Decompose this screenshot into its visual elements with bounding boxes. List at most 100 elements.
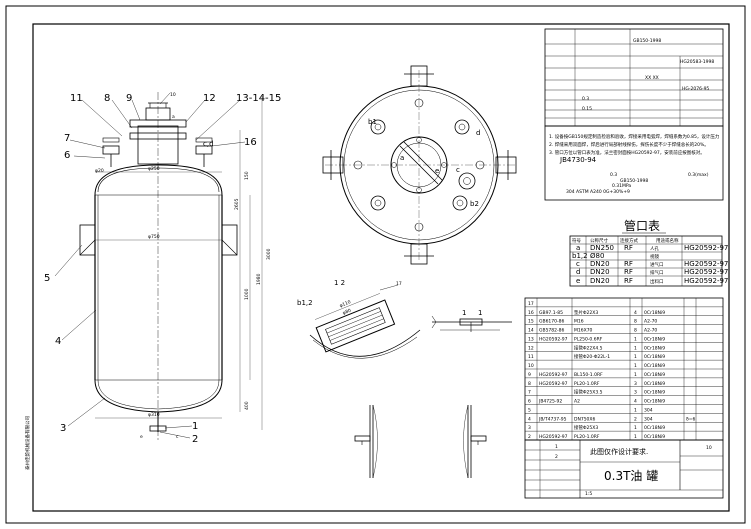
parts-cell-std: δ=6 xyxy=(686,416,696,422)
inner-frame xyxy=(32,23,730,512)
svg-text:排气口: 排气口 xyxy=(650,269,664,276)
part-number-5: 5 xyxy=(44,273,50,284)
part-number-9: 9 xyxy=(126,93,132,104)
part-number-4: 4 xyxy=(55,336,61,347)
dim-inner-phi: φ20 xyxy=(95,168,104,174)
svg-text:DN20: DN20 xyxy=(590,277,610,285)
plan-letter-e: e xyxy=(435,167,439,175)
svg-text:a: a xyxy=(576,244,580,252)
part-number-10: 10 xyxy=(170,92,176,98)
plan-lug-top xyxy=(410,65,428,87)
svg-text:DN250: DN250 xyxy=(590,244,614,252)
parts-cell-code: HG20592-97 xyxy=(539,372,568,378)
svg-text:DN20: DN20 xyxy=(590,268,610,276)
parts-cell-no: 4 xyxy=(528,416,531,422)
svg-text:人孔: 人孔 xyxy=(650,245,659,252)
dim-label-cd: c,d xyxy=(203,140,214,148)
parts-cell-name: PL20-1.0RF xyxy=(574,381,600,387)
bottom-head xyxy=(94,379,223,413)
svg-text:RF: RF xyxy=(624,260,633,268)
parts-cell-qty: 4 xyxy=(634,399,637,405)
dim-flange-phi: φ250 xyxy=(148,166,160,172)
tech-req-line3: 3. 管口方位以管口表为准，法兰密封面按HG20592-97，安装前应按图核对。 xyxy=(549,149,705,156)
dim-h5: 150 xyxy=(244,171,250,180)
parts-cell-mat: 0Cr18Ni9 xyxy=(644,354,665,360)
tech-req-line2: 2. 焊缝采用双面焊，焊后进行局部射线探伤，探伤长度不少于焊缝总长的20%。 xyxy=(549,141,709,148)
plan-letter-b1: b1 xyxy=(368,118,377,126)
parts-cell-name: PL20-1.0RF xyxy=(574,434,600,440)
parts-cell-name: DN750X6 xyxy=(574,416,596,422)
parts-cell-mat: 0Cr18Ni9 xyxy=(644,434,665,440)
support-lug-right xyxy=(221,224,238,256)
parts-cell-mat: 0Cr18Ni9 xyxy=(644,336,665,342)
plan-letter-b2: b2 xyxy=(470,200,479,208)
parts-cell-mat: 0Cr18Ni9 xyxy=(644,345,665,351)
parts-cell-qty: 2 xyxy=(634,416,637,422)
parts-cell-qty: 1 xyxy=(634,434,637,440)
detail-label-b12: b1,2 xyxy=(297,299,313,307)
svg-text:RF: RF xyxy=(624,277,633,285)
svg-text:HG-2076-95: HG-2076-95 xyxy=(682,86,709,92)
nozzle-left-top xyxy=(102,145,120,155)
parts-cell-mat: A2-70 xyxy=(644,319,657,325)
svg-text:XX XX: XX XX xyxy=(645,75,659,81)
parts-cell-name: M16 xyxy=(574,319,584,325)
parts-cell-qty: 1 xyxy=(634,372,637,378)
parts-cell-code: HG20592-97 xyxy=(539,434,568,440)
plan-nozzle-b1 xyxy=(370,119,386,135)
parts-cell-code: GB6170-86 xyxy=(539,319,565,325)
parts-cell-code: JB4725-92 xyxy=(538,399,562,405)
parts-cell-no: 9 xyxy=(528,372,531,378)
plan-nozzle-c xyxy=(458,172,476,190)
title-block-scale: 1:5 xyxy=(585,491,592,497)
parts-cell-name: 接管Φ20-Φ22L-1 xyxy=(574,353,610,360)
parts-cell-code: GB5782-86 xyxy=(539,328,565,334)
part-number-8: 8 xyxy=(104,93,110,104)
plan-letter-a: a xyxy=(400,154,404,162)
plan-nozzle-b2 xyxy=(452,195,468,211)
tech-req-line4: JB4730-94 xyxy=(559,156,597,164)
plan-view: b1 d c b2 e a xyxy=(322,65,517,265)
nozzle-header-conn: 连接方式 xyxy=(620,237,638,244)
parts-cell-mat: 0Cr18Ni9 xyxy=(644,399,665,405)
parts-cell-mat: 0Cr18Ni9 xyxy=(644,310,665,316)
svg-text:视镜: 视镜 xyxy=(650,253,659,260)
part-leaders xyxy=(54,92,246,439)
parts-cell-name: BL150-1.0RF xyxy=(574,372,603,378)
parts-cell-mat: 0Cr18Ni9 xyxy=(644,390,665,396)
svg-text:HG20592-97: HG20592-97 xyxy=(684,260,728,268)
plan-nozzle-d xyxy=(454,119,470,135)
plan-lug-bottom xyxy=(410,243,428,265)
parts-cell-no: 5 xyxy=(528,407,531,413)
outer-frame xyxy=(5,5,746,524)
tech-req-row1: 0.3 xyxy=(610,172,617,178)
svg-text:HG20583-1998: HG20583-1998 xyxy=(680,59,714,65)
dim-bottom-phi: φ310 xyxy=(148,412,160,418)
part-number-13-14-15: 13-14-15 xyxy=(236,93,281,104)
svg-text:b1,2: b1,2 xyxy=(572,252,588,260)
parts-cell-no: 15 xyxy=(528,319,534,325)
parts-cell-code: JB/T4737-95 xyxy=(538,416,567,422)
tech-req-row1b: 0.3(max) xyxy=(688,172,709,178)
svg-text:HG20592-97: HG20592-97 xyxy=(684,277,728,285)
svg-text:出料口: 出料口 xyxy=(650,278,664,285)
parts-cell-mat: 304 xyxy=(644,407,653,413)
parts-cell-mat: 0Cr18Ni9 xyxy=(644,381,665,387)
svg-text:RF: RF xyxy=(624,268,633,276)
title-block-note: 此图仅作设计要求. xyxy=(590,447,648,456)
tech-req-row2: GB150-1998 xyxy=(620,178,648,184)
svg-text:e: e xyxy=(576,277,580,285)
svg-text:HG20592-97: HG20592-97 xyxy=(684,244,728,252)
vessel-elevation: φ250 φ750 φ310 φ20 c,d 1000 1980 3000 26… xyxy=(44,92,281,445)
parts-cell-name: 接管Φ25X3.5 xyxy=(574,389,603,396)
dim-h6: 400 xyxy=(244,401,250,410)
dim-h1: 1000 xyxy=(244,288,250,300)
svg-text:c: c xyxy=(576,260,580,268)
nozzle-header-size: 公称尺寸 xyxy=(590,237,608,244)
dim-h2: 1980 xyxy=(256,273,262,285)
plan-lug-left xyxy=(322,156,344,174)
parts-cell-no: 10 xyxy=(528,363,534,369)
nozzle-table-title: 管口表 xyxy=(624,218,660,233)
